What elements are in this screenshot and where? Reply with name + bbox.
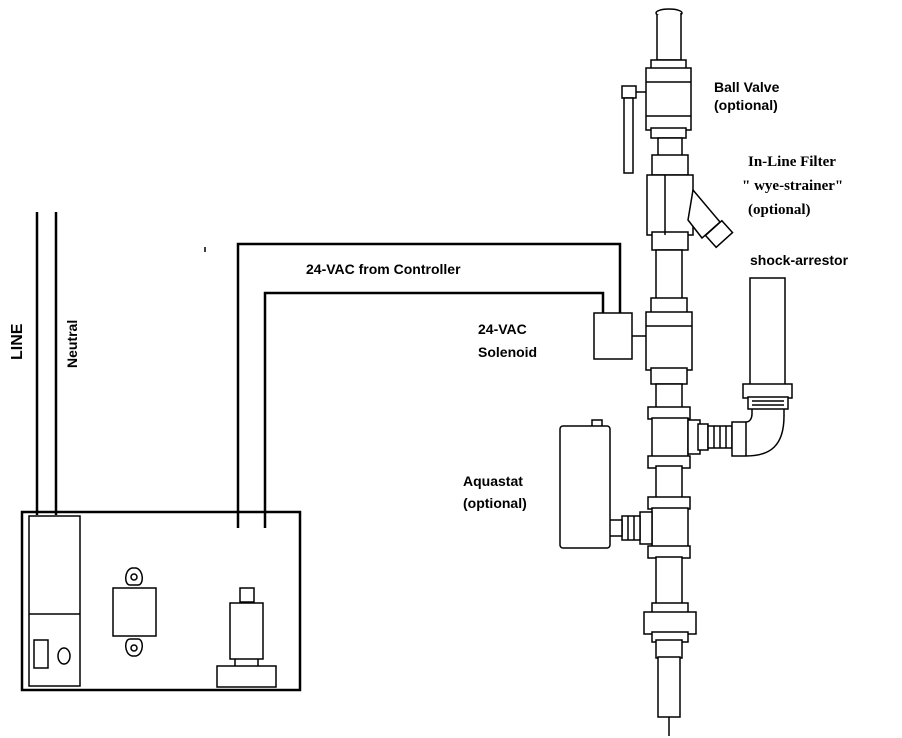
aquastat-label-2: (optional) <box>463 495 527 511</box>
solenoid-label-1: 24-VAC <box>478 321 527 337</box>
ball-valve-label-1: Ball Valve <box>714 79 780 95</box>
shock-arrestor <box>742 277 793 410</box>
solenoid-valve <box>593 297 693 385</box>
aquastat <box>559 419 611 549</box>
line-label: LINE <box>9 323 26 360</box>
filter-label-1: In-Line Filter <box>748 154 836 170</box>
aquastat-tee <box>607 496 691 559</box>
wire-label: 24-VAC from Controller <box>306 261 461 277</box>
controller-box <box>20 510 302 692</box>
aquastat-label-1: Aquastat <box>463 473 523 489</box>
controller-wires <box>236 242 622 528</box>
ball-valve <box>621 59 692 174</box>
transformer <box>112 567 157 657</box>
ball-valve-label-2: (optional) <box>714 97 778 113</box>
filter-label-2: " wye-strainer" <box>742 178 843 194</box>
wye-strainer-filter <box>646 154 734 251</box>
neutral-label: Neutral <box>64 320 80 368</box>
main-pipe <box>593 8 785 736</box>
shock-arrestor-tee <box>647 406 785 469</box>
shock-arrestor-label: shock-arrestor <box>750 252 849 268</box>
controller-relay <box>216 587 277 688</box>
pipe-union <box>643 602 697 659</box>
solenoid-label-2: Solenoid <box>478 344 537 360</box>
power-wires <box>35 212 58 515</box>
filter-label-3: (optional) <box>748 202 811 218</box>
